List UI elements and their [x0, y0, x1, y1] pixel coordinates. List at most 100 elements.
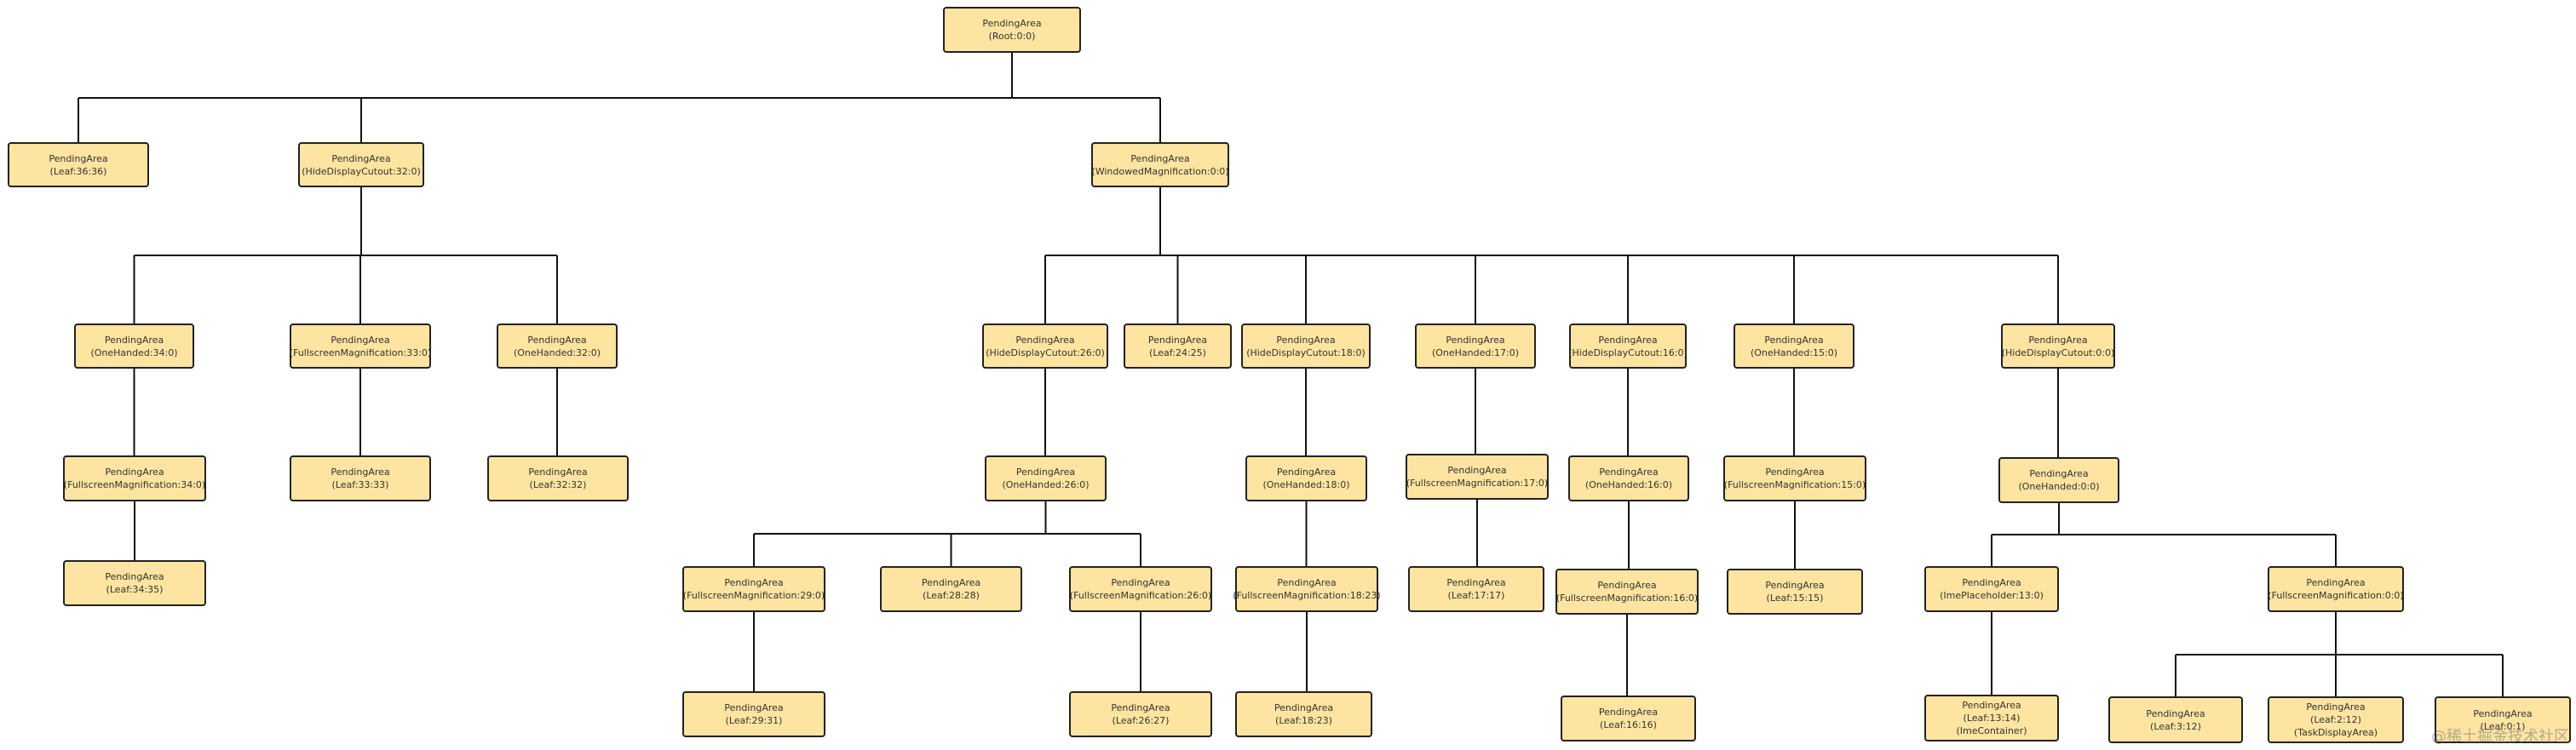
node-label-line: PendingArea [1276, 334, 1336, 346]
node-label-line: PendingArea [2306, 701, 2366, 713]
node-oh26: PendingArea(OneHanded:26:0) [985, 455, 1107, 501]
node-fm34: PendingArea(FullscreenMagnification:34:0… [63, 455, 206, 501]
node-label-line: (Leaf:36:36) [49, 165, 107, 177]
node-label-line: PendingArea [1446, 334, 1505, 346]
node-oh15: PendingArea(OneHanded:15:0) [1734, 323, 1854, 369]
node-fm17: PendingArea (FullscreenMagnification:17:0… [1406, 454, 1549, 500]
node-wm0: PendingArea(WindowedMagnification:0:0) [1091, 142, 1229, 187]
node-label-line: (OneHanded:18:0) [1262, 479, 1350, 490]
node-label-line: (Leaf:24:25) [1149, 346, 1206, 358]
node-label-line: PendingArea [1274, 702, 1334, 713]
node-leaf2627: PendingArea (Leaf:26:27) [1069, 691, 1212, 737]
node-label-line: PendingArea [1765, 467, 1825, 478]
node-label-line: PendingArea [1277, 577, 1337, 588]
node-label-line: PendingArea [1015, 334, 1075, 346]
node-label-line: PendingArea [1111, 577, 1170, 588]
node-label-line: (FullscreenMagnification:33:0) [289, 346, 432, 358]
node-label-line: (HideDisplayCutout:26:0) [986, 346, 1105, 358]
node-label-line: (Leaf:26:27) [1112, 715, 1170, 726]
node-label-line: (Leaf:17:17) [1447, 590, 1505, 601]
node-leaf3333: PendingArea(Leaf:33:33) [290, 455, 431, 501]
node-label-line: (OneHanded:32:0) [513, 346, 601, 358]
node-label-line: (FullscreenMagnification:0:0) [2268, 590, 2404, 601]
node-label-line: PendingArea [49, 152, 108, 164]
node-label-line: (Leaf:18:23) [1275, 715, 1332, 726]
node-label-line: PendingArea [724, 577, 784, 588]
node-label-line: (Leaf:16:16) [1600, 719, 1657, 730]
node-leaf1314: PendingArea (Leaf:13:14)(ImeContainer) [1924, 695, 2059, 741]
node-label-line: PendingArea [2028, 334, 2088, 346]
node-label-line: PendingArea [1962, 700, 2021, 711]
node-label-line: PendingArea [724, 702, 784, 713]
node-fm1823: PendingArea (FullscreenMagnification:18:2… [1233, 566, 1381, 612]
node-label-line: (FullscreenMagnification:18:23) [1233, 590, 1381, 601]
node-label-line: (FullscreenMagnification:15:0) [1723, 479, 1866, 490]
node-label-line: PendingArea [2473, 707, 2533, 719]
node-label-line: PendingArea [528, 467, 588, 478]
node-label-line: PendingArea [1598, 707, 1659, 718]
node-hdc32: PendingArea(HideDisplayCutout:32:0) [298, 142, 424, 187]
node-hdc0: PendingArea(HideDisplayCutout:0:0) [2001, 323, 2115, 369]
node-label-line: (FullscreenMagnification:34:0) [63, 479, 206, 490]
node-label-line: PendingArea [1446, 577, 1506, 588]
node-label-line: PendingArea [1147, 334, 1208, 346]
node-label-line: (FullscreenMagnification:29:0) [682, 590, 825, 601]
node-label-line: (Leaf:3:12) [2150, 720, 2201, 732]
node-label-line: PendingArea [1599, 467, 1659, 478]
node-label-line: PendingArea [1447, 465, 1507, 476]
node-label-line: PendingArea [104, 334, 164, 346]
node-leaf01: PendingArea(Leaf:0:1) [2435, 696, 2571, 743]
node-label-line: PendingArea [2146, 707, 2205, 719]
node-leaf1616: PendingArea(Leaf:16:16) [1561, 696, 1696, 741]
node-label-line: (ImePlaceholder:13:0) [1940, 590, 2044, 601]
node-fm33: PendingArea(FullscreenMagnification:33:0… [290, 323, 431, 369]
node-label-line: (Leaf:13:14) [1963, 713, 2021, 724]
node-leaf2828: PendingArea(Leaf:28:28) [880, 566, 1022, 612]
node-label-line: (OneHanded:16:0) [1584, 479, 1673, 490]
node-fm26: PendingArea(FullscreenMagnification:26:0… [1069, 566, 1212, 612]
node-label-line: (HideDisplayCutout:0:0) [2001, 346, 2115, 358]
node-leaf1717: PendingArea (Leaf:17:17) [1408, 566, 1544, 612]
node-label-line: (OneHanded:0:0) [2018, 481, 2100, 492]
node-fm16: PendingArea(FullscreenMagnification:16:0… [1555, 569, 1699, 615]
node-oh32: PendingArea(OneHanded:32:0) [497, 323, 618, 369]
node-label-line: (FullscreenMagnification:17:0) [1406, 478, 1549, 489]
node-label-line: PendingArea [1111, 702, 1170, 713]
node-label-line: (OneHanded:15:0) [1750, 346, 1838, 358]
node-label-line: (Leaf:32:32) [529, 479, 587, 490]
node-label-line: PendingArea [1764, 334, 1824, 346]
node-hdc16: PendingArea(HideDisplayCutout:16:0) [1568, 323, 1688, 369]
node-label-line: (Leaf:29:31) [725, 715, 783, 726]
node-label-line: PendingArea [105, 571, 164, 582]
node-leaf1515: PendingArea (Leaf:15:15) [1727, 569, 1863, 615]
node-label-line: (HideDisplayCutout:16:0) [1568, 346, 1688, 358]
node-label-line: PendingArea [1276, 467, 1337, 478]
watermark: @稀土掘金技术社区 [2431, 728, 2569, 746]
node-label-line: PendingArea [1962, 577, 2021, 588]
node-label-line: (Leaf:34:35) [106, 584, 164, 595]
node-label-line: (Leaf:0:1) [2480, 720, 2526, 732]
node-leaf3232: PendingArea(Leaf:32:32) [487, 455, 629, 501]
node-hdc18: PendingArea(HideDisplayCutout:18:0) [1241, 323, 1371, 369]
node-label-line: (OneHanded:26:0) [1002, 479, 1090, 490]
node-label-line: PendingArea [1597, 580, 1657, 591]
node-label-line: (TaskDisplayArea) [2293, 727, 2378, 738]
node-oh16: PendingArea(OneHanded:16:0) [1568, 455, 1689, 501]
node-label-line: (ImeContainer) [1956, 725, 2027, 736]
node-fm29: PendingArea (FullscreenMagnification:29:0… [682, 566, 825, 612]
node-leaf1823: PendingArea (Leaf:18:23) [1235, 691, 1372, 737]
node-leaf2931: PendingArea (Leaf:29:31) [682, 691, 825, 737]
node-label-line: (HideDisplayCutout:32:0) [302, 165, 421, 177]
node-label-line: PendingArea [1598, 334, 1658, 346]
node-label-line: (Leaf:15:15) [1766, 593, 1824, 604]
node-oh17: PendingArea(OneHanded:17:0) [1415, 323, 1536, 369]
node-label-line: PendingArea [1765, 580, 1825, 591]
node-label-line: (OneHanded:17:0) [1431, 346, 1520, 358]
node-label-line: (Leaf:2:12) [2310, 714, 2361, 725]
node-leaf212: PendingArea(Leaf:2:12) (TaskDisplayArea) [2268, 696, 2404, 743]
node-oh18: PendingArea(OneHanded:18:0) [1245, 455, 1367, 501]
node-label-line: (Root:0:0) [988, 31, 1036, 42]
node-fm15: PendingArea(FullscreenMagnification:15:0… [1723, 455, 1866, 501]
